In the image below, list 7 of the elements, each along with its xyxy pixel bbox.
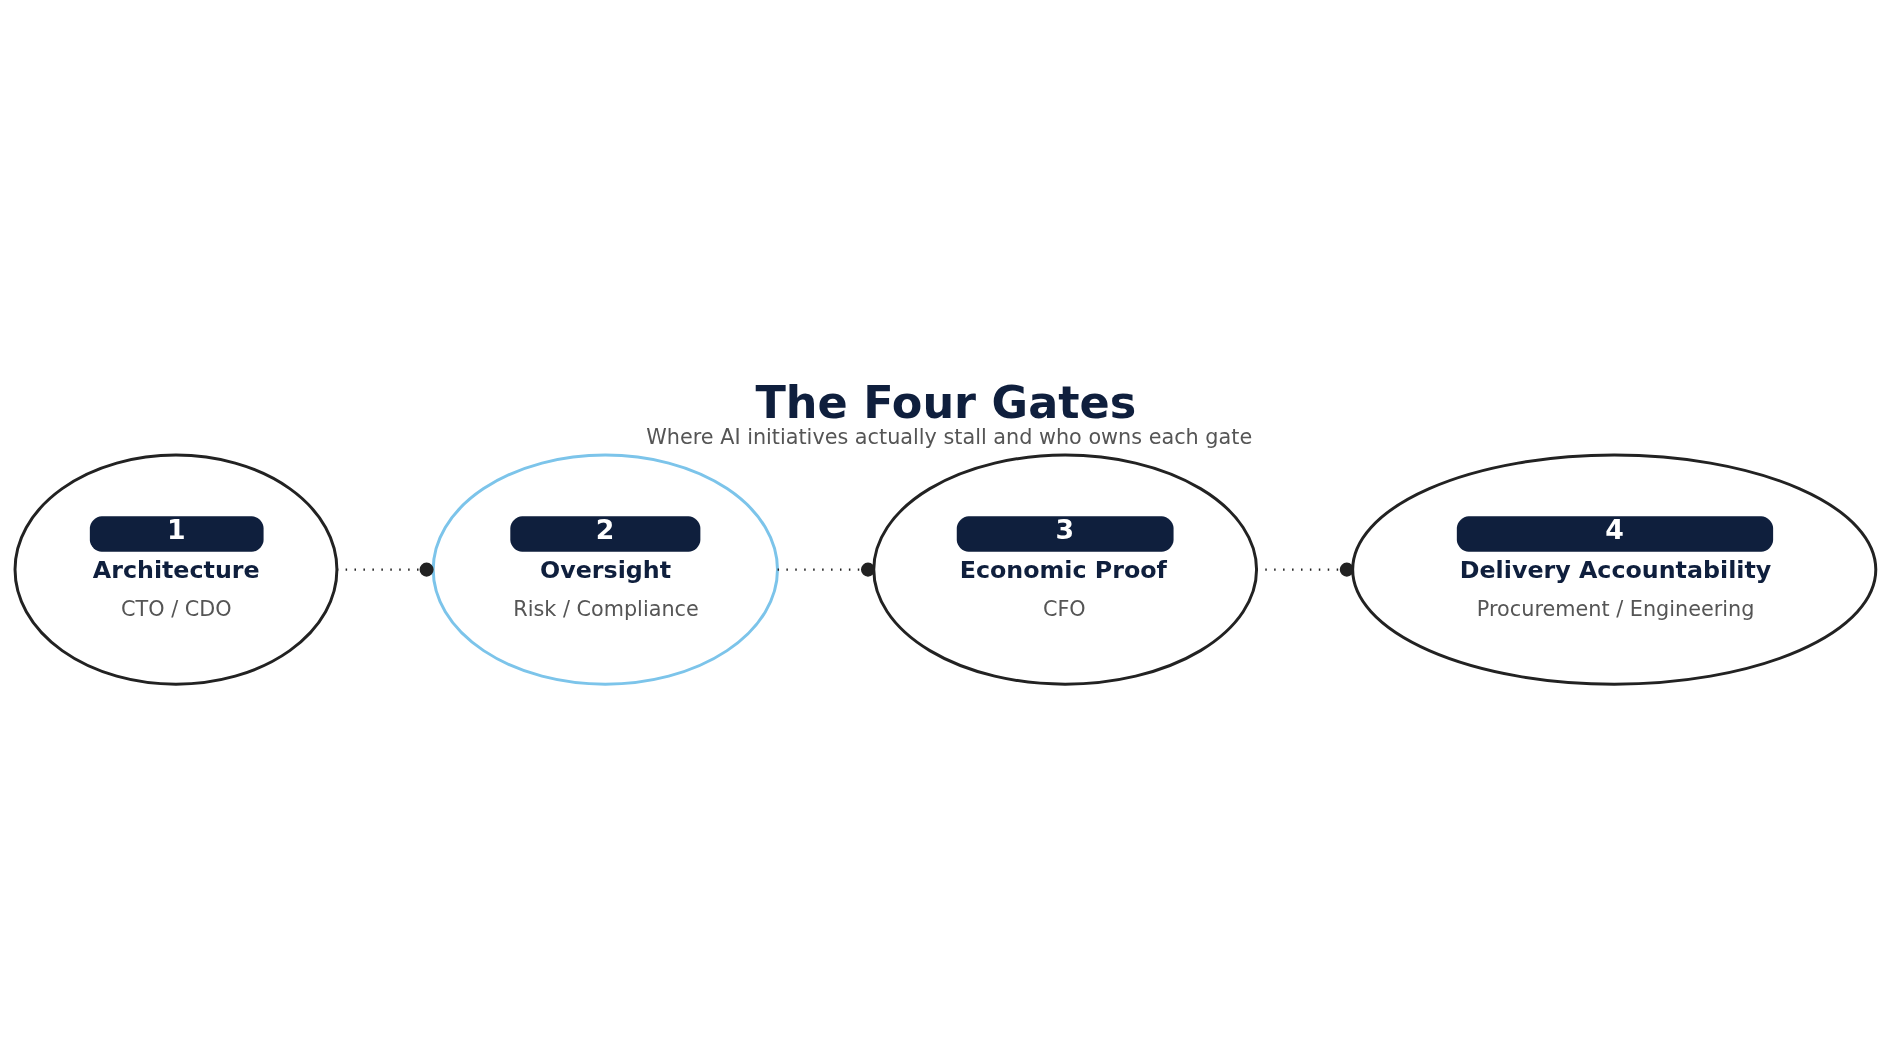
node-ellipse: 3 Economic Proof CFO <box>871 453 1258 686</box>
caption: Where AI initiatives actually stall and who owns each gate <box>645 424 1252 449</box>
node-ellipse: 4 Delivery Accountability Procurement / Engineering <box>1350 453 1877 686</box>
node-ellipse: 1 Architecture CTO / CDO <box>13 453 338 686</box>
connector <box>336 562 434 577</box>
connector <box>777 562 875 577</box>
node-ellipse: 2 Oversight Risk / Compliance <box>431 453 779 686</box>
